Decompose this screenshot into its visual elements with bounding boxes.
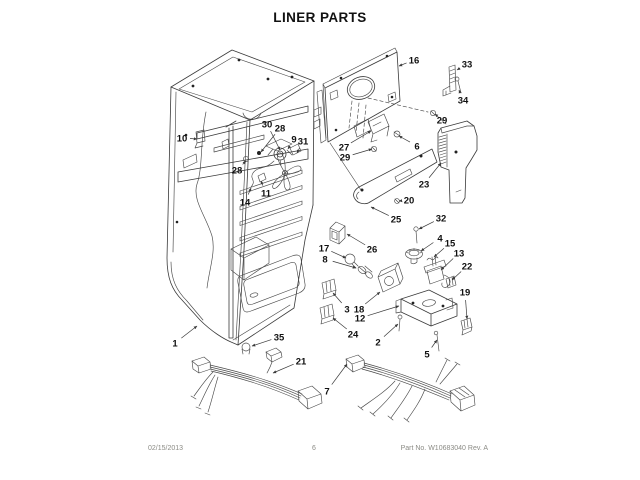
callout-leader-3 [332, 292, 342, 304]
callout-leader-33 [456, 67, 461, 71]
callout-28: 28 [232, 166, 243, 177]
callout-32: 32 [436, 214, 447, 225]
callout-leader-12 [367, 305, 400, 316]
callout-8: 8 [322, 255, 327, 266]
callout-23: 23 [419, 180, 430, 191]
callout-19: 19 [460, 288, 471, 299]
callout-25: 25 [391, 215, 402, 226]
footer-date: 02/15/2013 [148, 445, 184, 452]
callout-7: 7 [324, 387, 329, 398]
callout-1: 1 [172, 339, 178, 350]
callout-14: 14 [240, 198, 251, 209]
callout-leader-4 [420, 242, 434, 252]
callout-leader-32 [418, 221, 435, 230]
callout-26: 26 [367, 245, 378, 256]
callout-34: 34 [458, 96, 469, 107]
callout-33: 33 [462, 60, 473, 71]
callout-9: 9 [291, 135, 296, 146]
callout-15: 15 [445, 239, 456, 250]
callout-leader-14 [247, 187, 252, 195]
wire-harness-left [190, 347, 323, 416]
callout-leader-21 [272, 363, 294, 374]
callout-21: 21 [296, 357, 307, 368]
callout-5: 5 [424, 350, 430, 361]
callout-leader-1 [181, 325, 198, 339]
callout-16: 16 [409, 56, 420, 67]
callout-leader-11 [260, 180, 264, 186]
callout-leader-17 [331, 250, 347, 259]
callout-3: 3 [344, 305, 349, 316]
callout-leader-22 [451, 271, 462, 281]
callout-12: 12 [355, 314, 366, 325]
callout-28: 28 [275, 124, 286, 135]
cabinet [166, 49, 322, 346]
callout-2: 2 [375, 338, 380, 349]
callout-leader-27 [350, 130, 372, 144]
fan-motor-assembly [243, 138, 302, 191]
console-parts [319, 221, 473, 336]
callout-leader-31 [296, 147, 300, 154]
callout-leader-19 [465, 299, 469, 320]
callout-leader-13 [440, 258, 454, 271]
callout-leader-35 [251, 339, 272, 347]
back-panel [316, 47, 447, 191]
callout-leader-8 [332, 260, 357, 269]
callout-leader-29 [352, 148, 373, 156]
footer-part-number: Part No. W10683040 Rev. A [400, 445, 488, 452]
callout-22: 22 [462, 262, 473, 273]
callout-30: 30 [262, 120, 273, 131]
callout-29: 29 [437, 116, 448, 127]
callout-6: 6 [414, 142, 419, 153]
callout-31: 31 [298, 137, 309, 148]
callout-10: 10 [177, 134, 188, 145]
callout-leader-16 [398, 62, 407, 67]
callout-leader-29 [434, 113, 439, 118]
callout-leader-34 [458, 89, 462, 94]
callout-17: 17 [319, 244, 330, 255]
callout-leader-15 [433, 248, 445, 258]
callout-leader-28 [260, 134, 276, 153]
callout-leader-7 [331, 363, 348, 385]
callout-leader-23 [428, 162, 442, 179]
callout-13: 13 [454, 249, 465, 260]
callout-leader-6 [398, 135, 411, 143]
callout-4: 4 [437, 234, 443, 245]
callout-11: 11 [261, 189, 272, 200]
callout-leader-24 [332, 317, 347, 330]
callout-35: 35 [274, 333, 285, 344]
callout-leader-28 [242, 160, 247, 165]
callout-leader-2 [383, 323, 399, 337]
callout-29: 29 [340, 153, 351, 164]
callout-leader-30 [270, 130, 281, 151]
bracket-33 [442, 64, 457, 97]
callout-leader-26 [346, 233, 366, 246]
callout-leader-18 [364, 291, 381, 305]
wire-harness-right [345, 354, 476, 423]
callout-20: 20 [404, 196, 415, 207]
footer-page-number: 6 [312, 445, 316, 452]
page-title: LINER PARTS [273, 10, 367, 25]
callout-leader-9 [287, 145, 291, 150]
deflector [353, 148, 438, 205]
callout-27: 27 [339, 143, 350, 154]
callout-leader-25 [370, 206, 389, 216]
callout-18: 18 [354, 305, 365, 316]
callout-leader-5 [431, 339, 438, 348]
air-tower [437, 120, 478, 204]
callout-24: 24 [348, 330, 359, 341]
